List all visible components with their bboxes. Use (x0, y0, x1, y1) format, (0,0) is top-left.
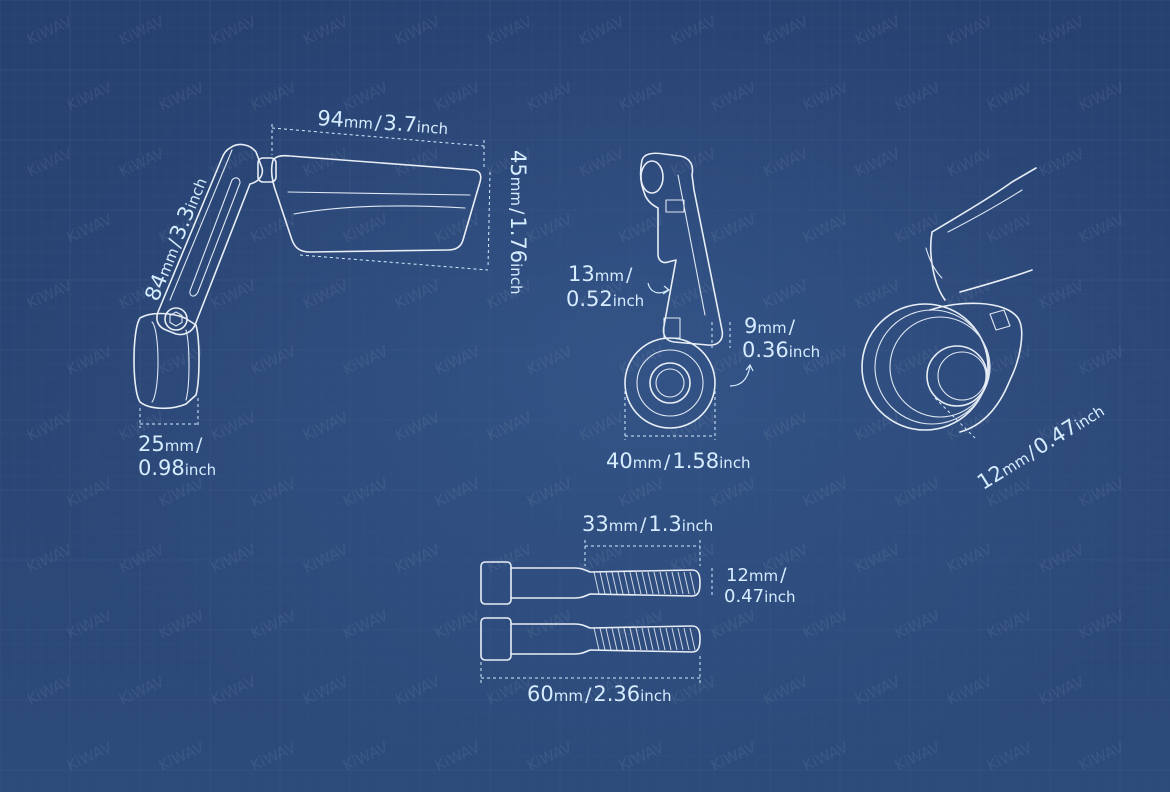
clamp-edge-line (677, 174, 706, 316)
curved-arrow-icon (647, 282, 669, 294)
thread-line (671, 571, 678, 595)
curved-arrow-icon (729, 365, 751, 387)
thread-line (665, 627, 672, 651)
thread-line (677, 627, 684, 651)
collar-bore (926, 345, 988, 407)
thread-line (635, 627, 642, 651)
thread-line (641, 571, 648, 595)
thread-line (659, 627, 666, 651)
thread-line (599, 627, 606, 651)
thread-line (623, 571, 630, 595)
mirror-swivel-joint (257, 157, 277, 183)
label-bolt-diameter: 12mm/ (726, 564, 787, 586)
thread-line (689, 571, 696, 595)
hex-socket-icon (169, 311, 183, 327)
clamp-screw-head (665, 199, 685, 213)
thread-line (617, 627, 624, 651)
mirror-edge-line (287, 191, 471, 196)
arm-pivot-bolt (164, 307, 188, 331)
bolt-view (480, 540, 713, 684)
clamp-bore (649, 362, 691, 404)
collar-ring (889, 316, 991, 418)
label-bolt-diameter-inch: 0.47inch (724, 586, 796, 607)
label-clamp-offset: 13mm/ (568, 262, 633, 286)
clamp-knob (640, 160, 664, 194)
label-mount-depth: 25mm/ (138, 432, 203, 456)
mount-rear-line (185, 329, 190, 401)
arm-perspective-outline (929, 167, 1037, 301)
bolt-threads-top (593, 571, 696, 595)
clamp-collar-outer (624, 337, 716, 429)
collar-bore-inner (937, 351, 987, 401)
thread-line (659, 571, 666, 595)
clamp-side-view (624, 152, 754, 440)
dim-ext-line (299, 254, 489, 271)
mirror-contour-line (293, 205, 466, 215)
thread-line (653, 571, 660, 595)
thread-line (635, 571, 642, 595)
thread-line (617, 571, 624, 595)
thread-line (629, 627, 636, 651)
collar-clamp-face (929, 302, 1023, 433)
thread-line (677, 571, 684, 595)
mirror-arm-outline (156, 143, 264, 336)
label-bolt-length: 60mm/2.36inch (527, 682, 672, 706)
clamp-collar-mid (636, 349, 704, 417)
arm-perspective-edge (925, 247, 943, 279)
bolt-head-bottom (480, 617, 512, 661)
dim-line-mirror-height (487, 171, 491, 269)
label-clamp-offset-inch: 0.52inch (566, 287, 645, 311)
mirror-head-outline (270, 154, 482, 253)
label-clamp-width: 40mm/1.58inch (606, 449, 751, 473)
collar-ring (874, 309, 990, 425)
thread-line (611, 571, 618, 595)
bolt-threads-bottom (593, 627, 696, 651)
thread-line (605, 571, 612, 595)
arm-perspective-ridge (947, 189, 1023, 233)
arrowhead-icon (745, 363, 754, 372)
clamp-bore-inner (655, 368, 685, 398)
clamp-perspective-view (861, 167, 1037, 439)
thread-line (647, 571, 654, 595)
thread-line (599, 571, 606, 595)
mirror-side-view (133, 124, 491, 428)
bolt-shank-bottom (510, 623, 701, 655)
thread-line (641, 627, 648, 651)
arm-slot (189, 177, 241, 297)
label-mount-depth-inch: 0.98inch (138, 456, 217, 480)
thread-line (623, 627, 630, 651)
mount-body-outline (133, 312, 200, 410)
label-clamp-gap: 9mm/ (744, 314, 796, 338)
clamp-nut (663, 317, 681, 339)
thread-line (593, 627, 600, 651)
thread-line (683, 571, 690, 595)
label-clamp-gap-inch: 0.36inch (742, 338, 821, 362)
thread-line (593, 571, 600, 595)
thread-line (671, 627, 678, 651)
label-mirror-height: 45mm/1.76inch (506, 150, 530, 295)
thread-line (689, 627, 696, 651)
thread-line (653, 627, 660, 651)
thread-line (683, 627, 690, 651)
mount-face-line (151, 321, 159, 403)
thread-line (665, 571, 672, 595)
bolt-head-top (480, 561, 512, 605)
arrowhead-icon (662, 285, 671, 295)
clamp-body-outline (639, 152, 724, 346)
label-thread-length: 33mm/1.3inch (582, 512, 714, 536)
bolt-shank-top (510, 567, 701, 599)
thread-line (611, 627, 618, 651)
arm-ridge-line (169, 149, 233, 301)
collar-outer-ring (861, 303, 989, 431)
thread-line (629, 571, 636, 595)
thread-line (605, 627, 612, 651)
thread-line (647, 627, 654, 651)
collar-screw (989, 309, 1011, 331)
